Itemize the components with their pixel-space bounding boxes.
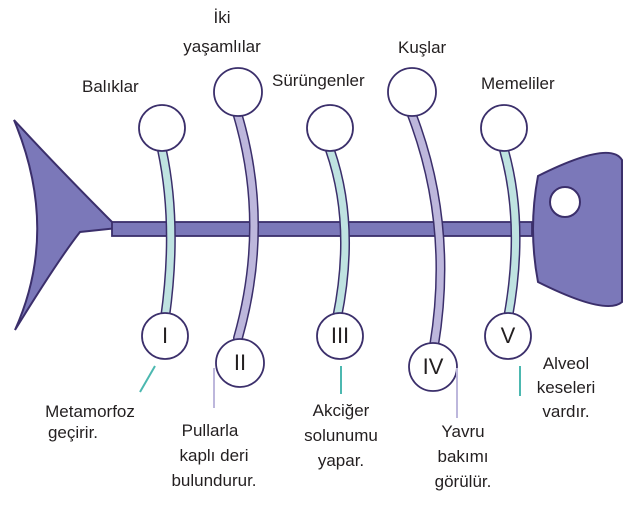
label-kuslar: Kuşlar <box>398 38 447 57</box>
fish-eye <box>549 186 581 218</box>
label-surungenler: Sürüngenler <box>272 71 365 90</box>
top-circle-5 <box>480 104 528 152</box>
label-memeliler: Memeliler <box>481 74 555 93</box>
statement-5: Alveol keseleri vardır. <box>536 354 596 421</box>
bottom-circle-5 <box>484 312 532 360</box>
bottom-circle-4 <box>408 342 458 392</box>
statement-3: Akciğer solunumu yapar. <box>304 401 378 470</box>
top-circle-4 <box>387 67 437 117</box>
top-circle-1 <box>138 104 186 152</box>
label-iki-yasamlilar: İki yaşamlılar <box>183 8 261 56</box>
numeral-3: III <box>330 323 350 348</box>
bottom-circle-3 <box>316 312 364 360</box>
numeral-5: V <box>500 323 516 348</box>
fish-head <box>532 151 623 308</box>
numeral-2: II <box>233 350 247 375</box>
statement-1: Metamorfoz geçirir. <box>45 402 135 442</box>
label-baliklar: Balıklar <box>82 77 139 96</box>
numeral-4: IV <box>422 354 444 379</box>
bottom-circle-1 <box>141 312 189 360</box>
top-circle-3 <box>306 104 354 152</box>
fish-tail <box>13 119 121 331</box>
numeral-1: I <box>161 323 169 348</box>
statement-4: Yavru bakımı görülür. <box>434 422 492 491</box>
statement-2: Pullarla kaplı deri bulundurur. <box>171 421 257 490</box>
top-circle-2 <box>213 67 263 117</box>
connector-1 <box>139 365 156 393</box>
bottom-circle-2 <box>215 338 265 388</box>
